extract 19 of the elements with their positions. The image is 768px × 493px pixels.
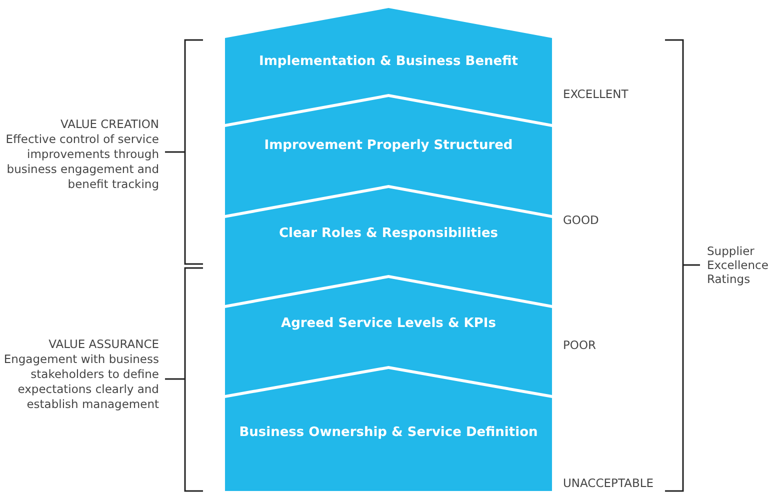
description-text: Effective control of service improvements through business engagement and benefit tracking <box>4 132 159 192</box>
section-heading: VALUE ASSURANCE <box>48 337 159 352</box>
band-title: Business Ownership & Service Definition <box>238 425 539 441</box>
chevron-band <box>225 369 552 491</box>
rating-label: GOOD <box>563 213 599 227</box>
band-title: Clear Roles & Responsibilities <box>278 226 499 242</box>
band-title: Improvement Properly Structured <box>263 138 514 154</box>
rating-label: UNACCEPTABLE <box>563 476 654 490</box>
chevron-band <box>225 278 552 398</box>
band-title: Agreed Service Levels & KPIs <box>280 316 497 332</box>
rating-label: EXCELLENT <box>563 87 628 101</box>
description-text: Engagement with business stakeholders to define expectations clearly and establish management <box>2 352 159 412</box>
chevron-band <box>225 8 552 127</box>
axis-label: Supplier Excellence Ratings <box>707 244 767 286</box>
rating-label: POOR <box>563 338 596 352</box>
chevron-band <box>225 188 552 308</box>
band-title: Implementation & Business Benefit <box>258 54 519 70</box>
chevron-band <box>225 97 552 218</box>
section-heading: VALUE CREATION <box>59 117 159 132</box>
